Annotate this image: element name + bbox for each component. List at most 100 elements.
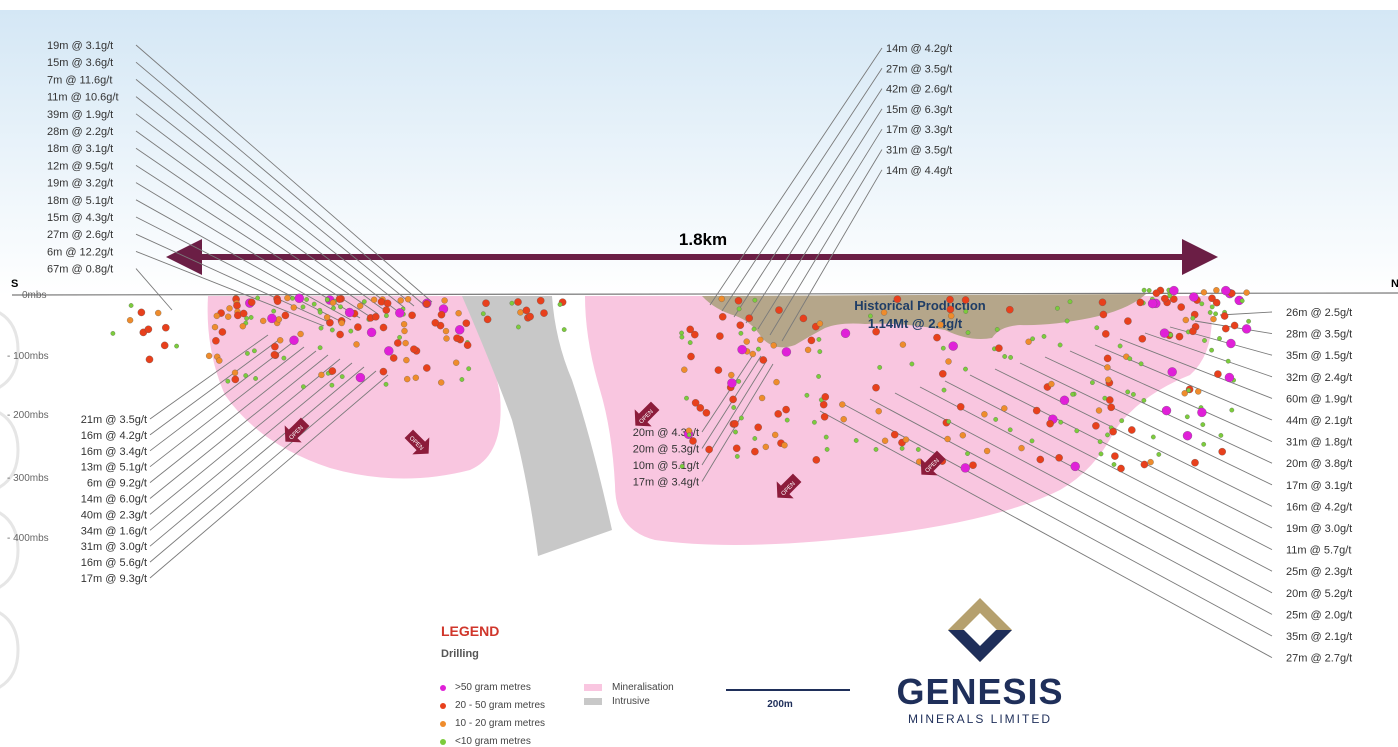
intercept-point-145 bbox=[1008, 355, 1013, 360]
legend-dot-10-20 bbox=[440, 720, 446, 727]
intercept-point-65 bbox=[463, 341, 472, 349]
intercept-point-252 bbox=[1058, 419, 1064, 425]
intercept-point-91 bbox=[361, 299, 367, 304]
intercept-point-293 bbox=[823, 434, 829, 440]
drill-trace-top-center-3 bbox=[745, 108, 883, 324]
intercept-point-263 bbox=[820, 413, 829, 421]
intercept-point-99 bbox=[431, 319, 440, 327]
intercept-point-383 bbox=[1220, 312, 1229, 320]
intercept-point-378 bbox=[1152, 289, 1161, 297]
intercept-point-343 bbox=[784, 417, 790, 423]
intercept-point-290 bbox=[734, 296, 743, 305]
intercept-point-120 bbox=[226, 305, 233, 312]
intercept-point-308 bbox=[1224, 372, 1235, 383]
intercept-point-209 bbox=[679, 334, 685, 340]
intercept-point-75 bbox=[275, 316, 283, 323]
intercept-point-198 bbox=[1124, 317, 1132, 325]
intercept-label-bottom-left-9: 16m @ 5.6g/t bbox=[81, 557, 147, 569]
intercept-point-77 bbox=[400, 321, 408, 328]
intercept-point-133 bbox=[397, 297, 404, 304]
intercept-point-52 bbox=[323, 314, 331, 321]
intercept-point-275 bbox=[960, 463, 970, 473]
intercept-point-102 bbox=[301, 384, 306, 390]
intercept-point-137 bbox=[338, 319, 345, 327]
intercept-label-right-11: 11m @ 5.7g/t bbox=[1286, 545, 1351, 557]
drill-trace-top-left-13 bbox=[135, 268, 173, 311]
intercept-point-245 bbox=[819, 400, 828, 409]
intercept-point-393 bbox=[1210, 315, 1217, 323]
intercept-point-67 bbox=[344, 307, 355, 318]
drill-trace-top-left-4 bbox=[135, 113, 397, 311]
intercept-point-284 bbox=[1225, 358, 1231, 364]
drill-trace-top-center-5 bbox=[769, 149, 883, 336]
intercept-label-right-13: 20m @ 5.2g/t bbox=[1286, 588, 1352, 600]
intercept-point-150 bbox=[812, 419, 817, 425]
drill-trace-top-left-9 bbox=[135, 199, 352, 321]
intercept-point-119 bbox=[273, 297, 282, 305]
intercept-label-right-5: 44m @ 2.1g/t bbox=[1286, 415, 1352, 427]
intercept-point-6 bbox=[354, 323, 362, 331]
intercept-point-182 bbox=[729, 395, 737, 404]
intercept-point-169 bbox=[853, 438, 859, 443]
legend-area-intrusive: Intrusive bbox=[584, 696, 650, 707]
intercept-label-top-center-1: 27m @ 3.5g/t bbox=[886, 63, 952, 75]
intercept-point-241 bbox=[948, 341, 958, 351]
intercept-label-top-left-12: 6m @ 12.2g/t bbox=[47, 246, 113, 258]
intercept-point-360 bbox=[782, 405, 790, 414]
intercept-point-240 bbox=[839, 401, 846, 408]
intercept-point-285 bbox=[1186, 387, 1192, 393]
intercept-point-72 bbox=[422, 300, 431, 308]
intercept-point-149 bbox=[816, 337, 822, 342]
intercept-point-434 bbox=[110, 331, 116, 336]
intercept-point-404 bbox=[1209, 304, 1215, 310]
intercept-point-153 bbox=[1161, 405, 1172, 416]
intercept-point-324 bbox=[687, 352, 695, 361]
intercept-point-58 bbox=[412, 374, 419, 381]
intercept-point-313 bbox=[1046, 419, 1054, 428]
intercept-point-140 bbox=[1218, 433, 1224, 438]
intercept-point-403 bbox=[1136, 298, 1145, 307]
intercept-point-30 bbox=[213, 312, 220, 320]
legend-area-mineralisation: Mineralisation bbox=[584, 682, 674, 693]
intercept-point-373 bbox=[1207, 310, 1213, 315]
drill-trace-right-15 bbox=[844, 404, 1273, 637]
intercept-point-85 bbox=[453, 359, 460, 366]
intercept-point-340 bbox=[751, 326, 757, 332]
intercept-point-279 bbox=[1217, 336, 1222, 341]
intercept-point-310 bbox=[757, 336, 764, 343]
intercept-label-right-3: 32m @ 2.4g/t bbox=[1286, 372, 1352, 384]
intercept-point-344 bbox=[948, 312, 955, 320]
intercept-point-264 bbox=[1090, 380, 1095, 385]
intercept-label-right-16: 27m @ 2.7g/t bbox=[1286, 653, 1352, 665]
intercept-label-top-center-0: 14m @ 4.2g/t bbox=[886, 43, 952, 55]
intercept-point-370 bbox=[1141, 287, 1147, 293]
intercept-point-82 bbox=[300, 304, 306, 310]
intercept-point-87 bbox=[397, 335, 402, 340]
intercept-point-194 bbox=[731, 405, 737, 410]
drill-trace-top-left-0 bbox=[135, 44, 433, 303]
drill-trace-right-14 bbox=[869, 398, 1273, 615]
intercept-point-423 bbox=[540, 309, 548, 317]
intercept-point-116 bbox=[372, 313, 380, 321]
intercept-point-39 bbox=[423, 364, 431, 372]
intercept-point-190 bbox=[875, 408, 882, 415]
intercept-point-127 bbox=[384, 313, 389, 319]
intercept-point-165 bbox=[774, 410, 782, 418]
intercept-point-243 bbox=[981, 411, 988, 418]
intercept-point-216 bbox=[963, 366, 968, 372]
intercept-point-100 bbox=[437, 310, 446, 319]
depth-label-300: - 300mbs bbox=[7, 473, 49, 484]
intercept-point-105 bbox=[290, 304, 297, 311]
intercept-label-right-2: 35m @ 1.5g/t bbox=[1286, 350, 1352, 362]
intercept-point-69 bbox=[311, 301, 317, 307]
intercept-point-392 bbox=[1189, 292, 1199, 302]
intercept-point-210 bbox=[877, 365, 883, 370]
intercept-label-top-center-2: 42m @ 2.6g/t bbox=[886, 84, 952, 96]
intercept-point-106 bbox=[357, 302, 364, 310]
intercept-point-83 bbox=[338, 304, 343, 310]
intercept-point-345 bbox=[1111, 462, 1117, 467]
drill-trace-top-left-2 bbox=[135, 79, 415, 307]
intercept-point-154 bbox=[686, 325, 694, 334]
intercept-point-250 bbox=[1190, 315, 1196, 321]
intercept-point-152 bbox=[752, 297, 758, 303]
